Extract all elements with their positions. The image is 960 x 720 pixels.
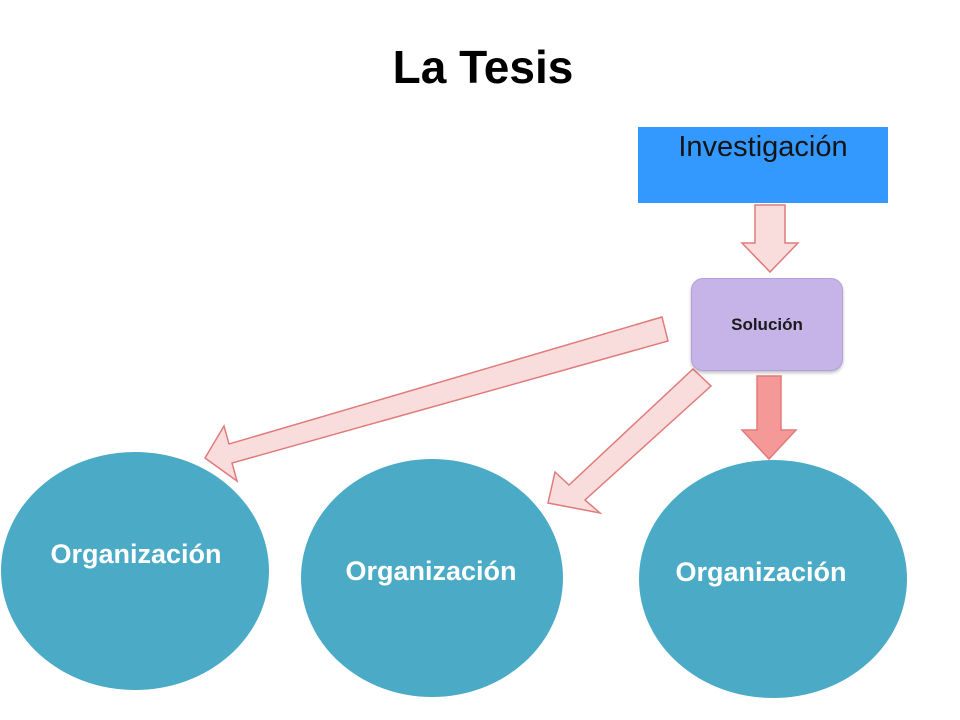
- arrow-investigacion-to-solucion: [740, 204, 800, 274]
- arrow-solucion-to-organizacion-2: [547, 367, 713, 515]
- node-organizacion-2-label: Organización: [345, 555, 517, 586]
- node-organizacion-1: Organización: [1, 452, 269, 690]
- node-organizacion-1-label: Organización: [50, 538, 222, 569]
- arrow-solucion-to-organizacion-1: [204, 316, 669, 483]
- node-solucion: Solución: [691, 278, 843, 371]
- node-organizacion-2: Organización: [301, 459, 563, 697]
- node-organizacion-3: Organización: [639, 460, 907, 698]
- arrow-solucion-to-organizacion-3: [740, 375, 798, 461]
- node-investigacion: Investigación: [638, 127, 888, 203]
- page-title: La Tesis: [392, 41, 574, 93]
- node-solucion-label: Solución: [731, 314, 803, 334]
- node-organizacion-3-label: Organización: [675, 556, 847, 587]
